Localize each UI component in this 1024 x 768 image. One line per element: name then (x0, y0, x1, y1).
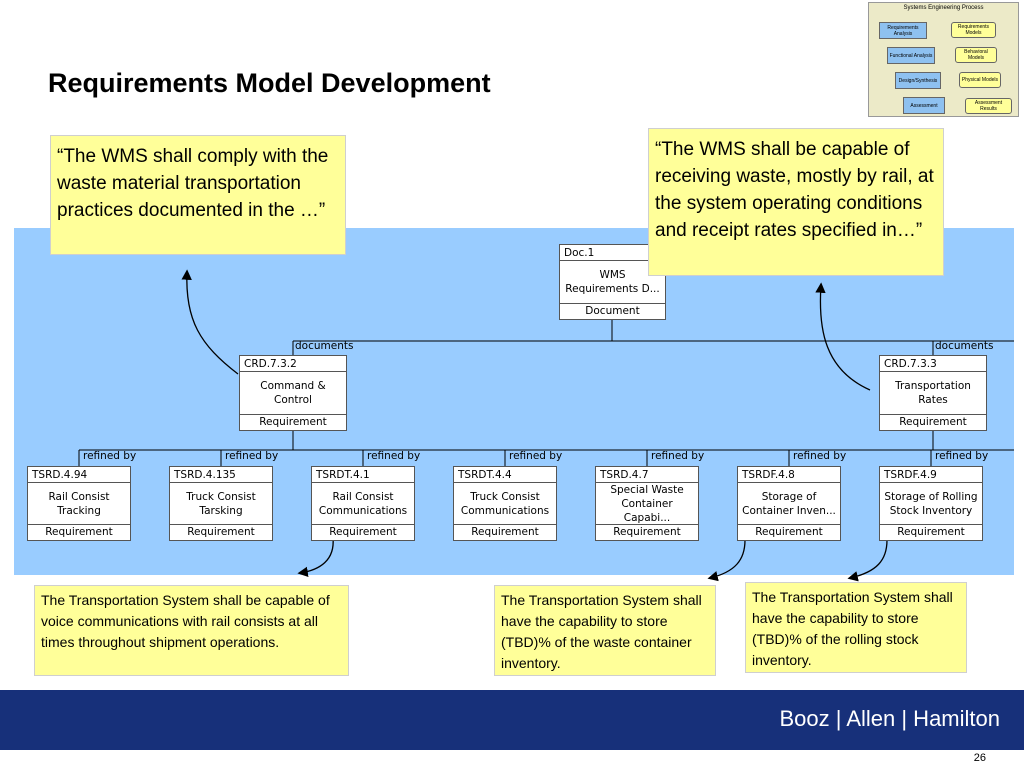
page-number: 26 (973, 752, 986, 764)
node-name: Command & Control (260, 380, 326, 406)
company-logo: Booz | Allen | Hamilton (779, 706, 1000, 731)
slide-title: Requirements Model Development (48, 68, 491, 98)
callout-tsrdf-4-9: The Transportation System shall have the… (745, 582, 967, 673)
thumb-requirements-analysis: Requirements Analysis (879, 22, 927, 39)
thumb-functional-analysis: Functional Analysis (887, 47, 935, 64)
edge-label-refined-by: refined by (651, 450, 705, 462)
node-tsrdf-4-8[interactable]: TSRDF.4.8 Storage of Container Inven... … (737, 466, 841, 541)
footer-bar: Booz | Allen | Hamilton (0, 690, 1024, 750)
node-name: Transportation Rates (895, 380, 971, 406)
node-tsrd-4-135[interactable]: TSRD.4.135 Truck Consist Tarsking Requir… (169, 466, 273, 541)
node-crd-7-3-3[interactable]: CRD.7.3.3 Transportation Rates Requireme… (879, 355, 987, 431)
node-id: TSRD.4.7 (596, 467, 698, 483)
callout-crd-7-3-2: “The WMS shall comply with the waste mat… (50, 135, 346, 255)
edge-label-refined-by: refined by (509, 450, 563, 462)
node-id: TSRDT.4.1 (312, 467, 414, 483)
process-thumbnail: Systems Engineering Process Requirements… (868, 2, 1019, 117)
node-type: Requirement (312, 524, 414, 540)
node-type: Requirement (454, 524, 556, 540)
edge-label-refined-by: refined by (83, 450, 137, 462)
node-tsrdt-4-4[interactable]: TSRDT.4.4 Truck Consist Communications R… (453, 466, 557, 541)
node-type: Requirement (880, 524, 982, 540)
node-crd-7-3-2[interactable]: CRD.7.3.2 Command & Control Requirement (239, 355, 347, 431)
node-type: Requirement (28, 524, 130, 540)
node-id: TSRD.4.94 (28, 467, 130, 483)
node-id: CRD.7.3.3 (880, 356, 986, 372)
edge-label-documents: documents (295, 340, 354, 352)
callout-crd-7-3-3: “The WMS shall be capable of receiving w… (648, 128, 944, 276)
node-name: Truck Consist Tarsking (186, 490, 256, 517)
node-type: Document (560, 303, 665, 319)
edge-label-refined-by: refined by (793, 450, 847, 462)
thumb-design-synthesis: Design/Synthesis (895, 72, 941, 89)
thumbnail-title: Systems Engineering Process (903, 5, 984, 11)
thumb-assessment-results: Assessment Results (965, 98, 1012, 114)
node-id: TSRD.4.135 (170, 467, 272, 483)
node-name: Rail Consist Communications (318, 490, 408, 517)
node-tsrd-4-94[interactable]: TSRD.4.94 Rail Consist Tracking Requirem… (27, 466, 131, 541)
node-type: Requirement (240, 414, 346, 430)
node-id: CRD.7.3.2 (240, 356, 346, 372)
edge-label-refined-by: refined by (225, 450, 279, 462)
node-id: TSRDF.4.9 (880, 467, 982, 483)
node-type: Requirement (170, 524, 272, 540)
node-name: Storage of Container Inven... (742, 490, 836, 517)
callout-tsrdf-4-8: The Transportation System shall have the… (494, 585, 716, 676)
node-id: TSRDF.4.8 (738, 467, 840, 483)
node-name: Special Waste Container Capabi... (610, 483, 684, 524)
node-type: Requirement (596, 524, 698, 540)
node-name: WMS Requirements D... (565, 269, 660, 295)
node-type: Requirement (738, 524, 840, 540)
edge-label-documents: documents (935, 340, 994, 352)
node-tsrd-4-7[interactable]: TSRD.4.7 Special Waste Container Capabi.… (595, 466, 699, 541)
node-tsrdt-4-1[interactable]: TSRDT.4.1 Rail Consist Communications Re… (311, 466, 415, 541)
thumb-requirements-models: Requirements Models (951, 22, 996, 38)
node-type: Requirement (880, 414, 986, 430)
callout-tsrdt-4-1: The Transportation System shall be capab… (34, 585, 349, 676)
node-name: Storage of Rolling Stock Inventory (884, 490, 978, 517)
node-id: TSRDT.4.4 (454, 467, 556, 483)
node-name: Truck Consist Communications (460, 490, 550, 517)
node-name: Rail Consist Tracking (48, 490, 110, 517)
node-tsrdf-4-9[interactable]: TSRDF.4.9 Storage of Rolling Stock Inven… (879, 466, 983, 541)
thumb-behavioral-models: Behavioral Models (955, 47, 997, 63)
thumb-assessment: Assessment (903, 97, 945, 114)
node-id: Doc.1 (560, 245, 665, 261)
edge-label-refined-by: refined by (935, 450, 989, 462)
thumb-physical-models: Physical Models (959, 72, 1001, 88)
edge-label-refined-by: refined by (367, 450, 421, 462)
